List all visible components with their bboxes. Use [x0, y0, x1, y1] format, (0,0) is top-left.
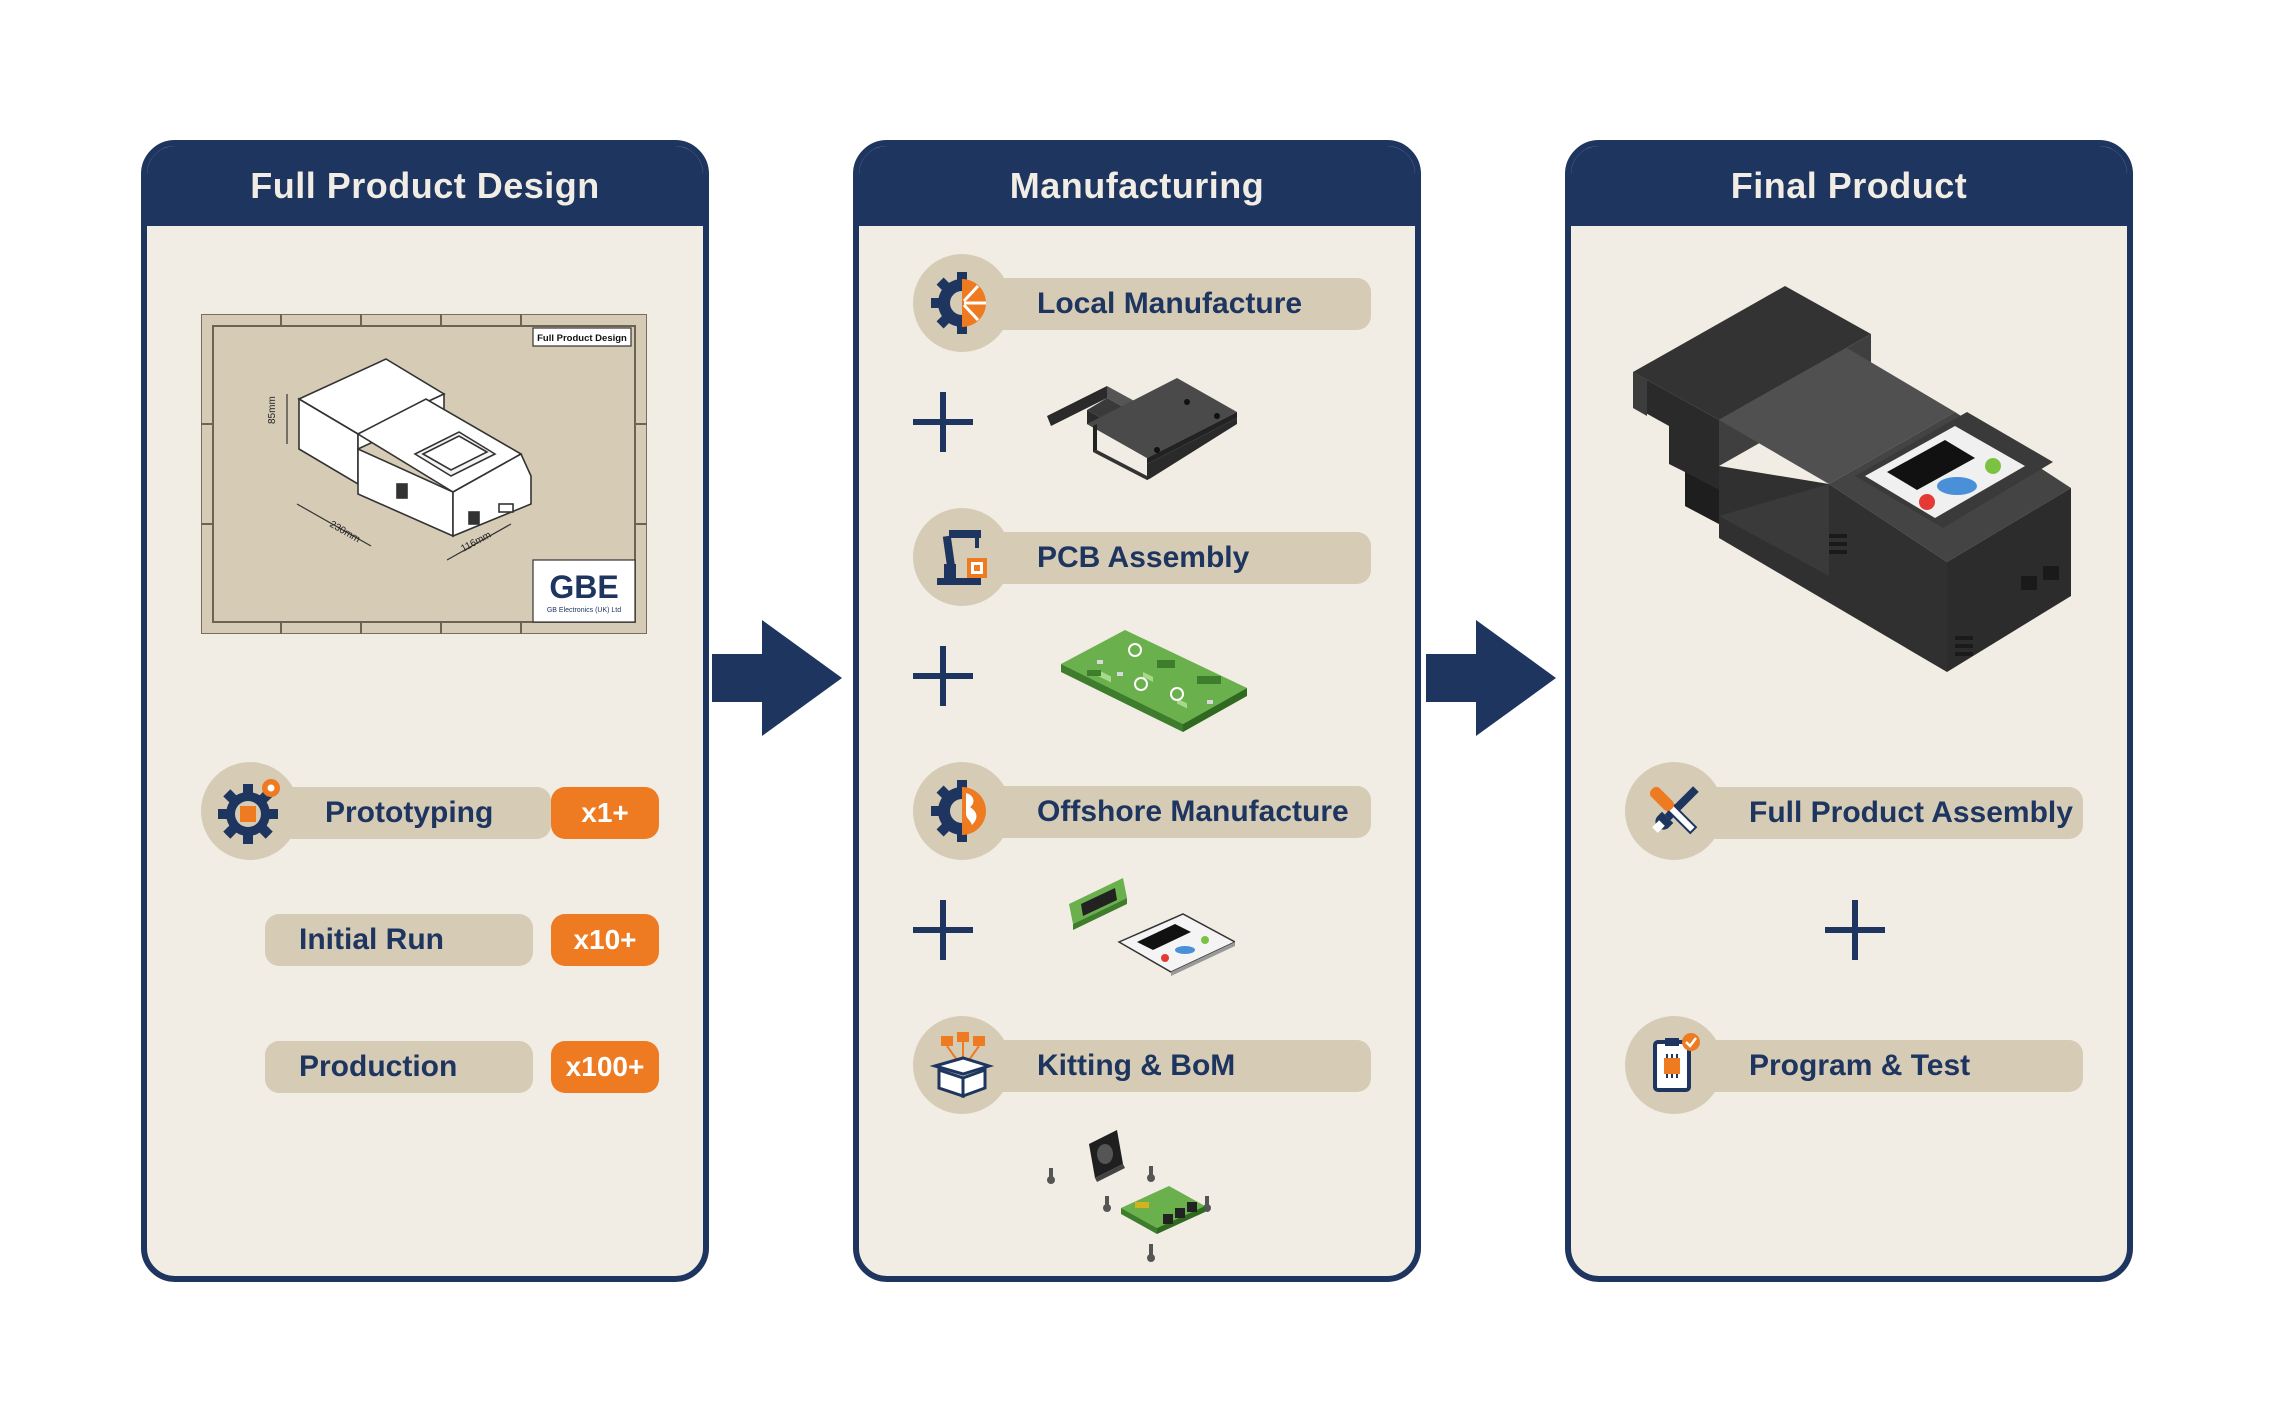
arrow-right-icon — [1426, 620, 1556, 736]
initial-run-pill: Initial Run — [265, 914, 533, 966]
panel-manufacturing: Manufacturing Local Manufacture — [853, 140, 1421, 1282]
arrow-right-icon — [712, 620, 842, 736]
pcb-board-image — [1057, 620, 1253, 740]
production-label: Production — [299, 1050, 457, 1084]
plus-icon — [911, 898, 975, 962]
gear-globe-icon — [913, 762, 1011, 860]
technical-drawing: 85mm 230mm 116mm Full Product Design GBE… — [201, 314, 647, 634]
dim-height-label: 85mm — [267, 396, 278, 424]
gear-chip-icon — [201, 762, 299, 860]
plus-icon — [1823, 898, 1887, 962]
offshore-manufacture-label: Offshore Manufacture — [1037, 795, 1349, 829]
company-name: GB Electronics (UK) Ltd — [547, 607, 621, 614]
production-pill: Production — [265, 1041, 533, 1093]
panel-full-product-design: Full Product Design — [141, 140, 709, 1282]
pcb-assembly-label: PCB Assembly — [1037, 541, 1249, 575]
local-manufacture-label: Local Manufacture — [1037, 287, 1302, 321]
prototyping-qty-badge: x1+ — [551, 787, 659, 839]
final-product-image — [1625, 276, 2085, 676]
kitting-bom-label: Kitting & BoM — [1037, 1049, 1235, 1083]
box-parts-icon — [913, 1016, 1011, 1114]
display-and-keypad-image — [1065, 874, 1235, 996]
sheet-metal-bracket-image — [1037, 360, 1247, 500]
initial-run-label: Initial Run — [299, 923, 444, 957]
program-test-label: Program & Test — [1749, 1049, 1970, 1083]
gear-uk-flag-icon — [913, 254, 1011, 352]
prototyping-label: Prototyping — [325, 796, 493, 830]
panel-title: Final Product — [1571, 146, 2127, 226]
production-qty-badge: x100+ — [551, 1041, 659, 1093]
gbe-logo: GBE — [549, 569, 618, 605]
clipboard-chip-icon — [1625, 1016, 1723, 1114]
panel-title: Manufacturing — [859, 146, 1415, 226]
full-product-assembly-label: Full Product Assembly — [1749, 796, 2073, 830]
robot-arm-icon — [913, 508, 1011, 606]
exploded-parts-image — [1039, 1124, 1249, 1264]
initial-run-qty-badge: x10+ — [551, 914, 659, 966]
plus-icon — [911, 390, 975, 454]
panel-title: Full Product Design — [147, 146, 703, 226]
tools-icon — [1625, 762, 1723, 860]
sheet-title: Full Product Design — [537, 333, 627, 344]
panel-final-product: Final Product — [1565, 140, 2133, 1282]
plus-icon — [911, 644, 975, 708]
